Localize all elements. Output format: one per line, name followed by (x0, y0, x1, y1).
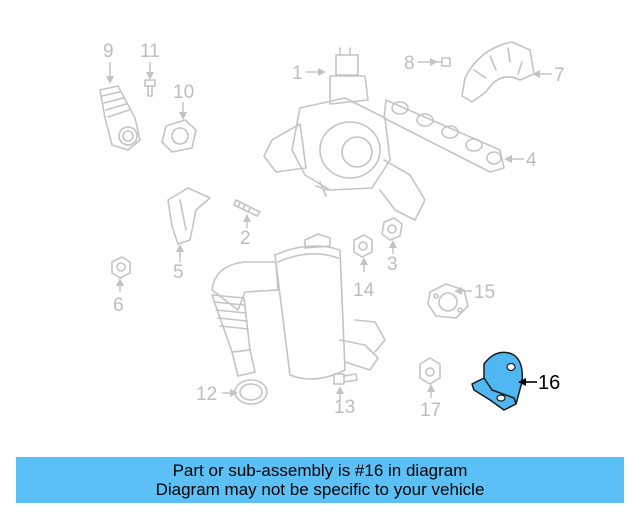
callout-16: 16 (538, 372, 560, 394)
part-7-heat-shield (461, 41, 535, 103)
part-11-bolt (144, 79, 156, 97)
part-6-nut (111, 256, 131, 279)
info-banner: Part or sub-assembly is #16 in diagram D… (16, 457, 624, 503)
callout-12: 12 (196, 384, 217, 405)
callout-2: 2 (240, 228, 251, 249)
catalytic-converter (211, 233, 386, 380)
callout-5: 5 (173, 262, 184, 283)
callout-15: 15 (474, 282, 495, 303)
part-14-nut (353, 234, 373, 258)
callout-17: 17 (420, 400, 441, 421)
callout-8: 8 (404, 53, 415, 74)
callout-10: 10 (173, 82, 194, 103)
callout-3: 3 (387, 254, 398, 275)
callout-4: 4 (526, 150, 537, 171)
banner-line-2: Diagram may not be specific to your vehi… (155, 480, 485, 499)
part-12-ring-gasket (234, 379, 268, 405)
callout-7: 7 (554, 65, 565, 86)
parts-diagram: 9 11 10 1 8 7 (99, 41, 565, 421)
part-16-bracket-highlighted[interactable] (471, 351, 524, 411)
part-10-flange (161, 119, 197, 153)
callout-6: 6 (113, 295, 124, 316)
callout-11: 11 (140, 41, 160, 62)
callout-13: 13 (334, 397, 355, 418)
part-13-bolt (333, 373, 358, 385)
part-2-stud (233, 199, 261, 217)
part-9-hose (99, 85, 141, 151)
callout-14: 14 (353, 280, 375, 301)
callout-1: 1 (292, 63, 303, 84)
part-15-flange-gasket (427, 283, 469, 319)
banner-line-1: Part or sub-assembly is #16 in diagram (172, 461, 468, 480)
part-8-screw (435, 57, 451, 67)
part-17-nut (419, 357, 441, 385)
callout-9: 9 (103, 41, 114, 62)
part-3-nut (381, 217, 403, 241)
part-5-bracket (167, 187, 211, 245)
part-1-turbocharger (263, 47, 426, 221)
part-4-manifold-gasket (383, 99, 505, 173)
